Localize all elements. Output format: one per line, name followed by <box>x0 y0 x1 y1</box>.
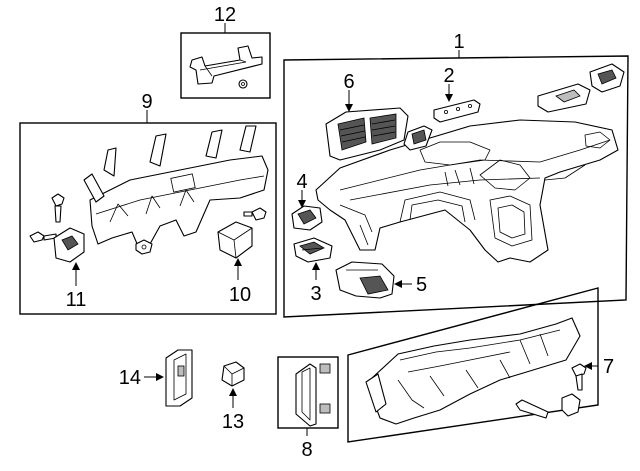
part-8-trim <box>295 363 331 427</box>
part-5-duct <box>335 261 395 299</box>
callout-8: 8 <box>301 439 312 461</box>
callout-4: 4 <box>296 171 307 193</box>
callout-2: 2 <box>443 65 454 87</box>
part-1-frame <box>283 55 629 318</box>
callout-1: 1 <box>453 31 464 53</box>
callout-6: 6 <box>343 71 354 93</box>
part-6-small-vent <box>403 125 433 151</box>
leader-lines <box>72 23 598 436</box>
part-7-fasteners <box>515 363 587 419</box>
part-8-frame <box>277 356 339 429</box>
part-7-lower-panel <box>365 317 581 425</box>
part-10-bracket <box>217 221 253 259</box>
part-11-clip <box>53 227 85 263</box>
part-1-instrument-panel <box>315 119 619 263</box>
callout-10: 10 <box>229 284 251 306</box>
part-4-side-vent <box>291 205 323 231</box>
callout-11: 11 <box>66 289 87 311</box>
callout-labels: 12 1 9 6 2 4 3 5 11 10 7 8 13 14 <box>66 4 615 461</box>
part-12-bracket <box>189 45 263 89</box>
part-3-side-vent <box>293 237 333 263</box>
defrost-grille <box>537 83 591 113</box>
callout-7: 7 <box>603 356 614 378</box>
part-6-center-vent <box>325 107 409 161</box>
callout-14: 14 <box>119 367 141 389</box>
part-2-trim-plate <box>433 99 481 123</box>
callout-5: 5 <box>416 274 427 296</box>
callout-13: 13 <box>222 411 244 433</box>
part-9-fasteners <box>29 193 267 255</box>
part-14-bracket <box>165 349 193 407</box>
callout-9: 9 <box>141 91 152 113</box>
part-9-frame <box>19 122 277 315</box>
part-9-cross-car-beam <box>83 125 269 247</box>
part-7-frame <box>347 287 599 443</box>
callout-3: 3 <box>310 283 321 305</box>
corner-speaker-grille <box>589 63 625 93</box>
callout-12: 12 <box>214 4 236 26</box>
part-13-clip <box>221 361 245 387</box>
